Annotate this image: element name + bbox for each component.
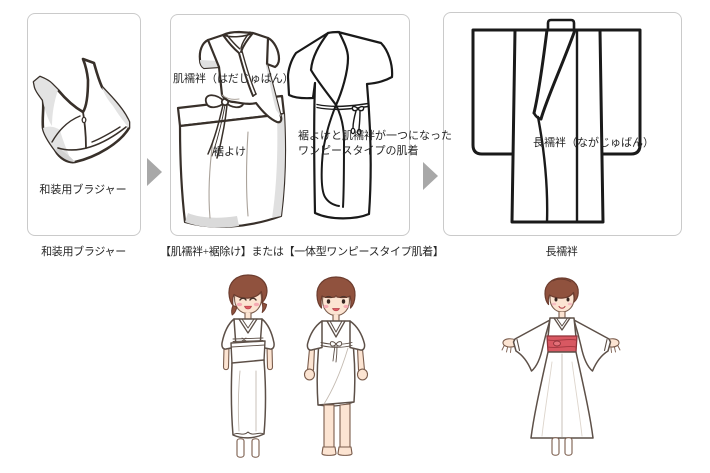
figure-hadajuban-susoyoke	[221, 274, 275, 458]
figure-onepiece-slip	[303, 276, 369, 456]
caption-hadajuban-susoyoke: 【肌襦袢+裾除け】または【一体型ワンピースタイプ肌着】	[160, 246, 444, 258]
hadajuban-susoyoke-illustration	[176, 30, 287, 228]
onepiece-note-line1: 裾よけと肌襦袢が一つになった	[298, 130, 452, 142]
nagajuban-illustration	[471, 18, 642, 224]
susoyoke-label: 裾よけ	[213, 146, 246, 158]
kimono-bra-illustration	[32, 57, 131, 164]
hadajuban-label: 肌襦袢（はだじゅばん）	[173, 73, 294, 85]
nagajuban-label: 長襦袢（ながじゅばん）	[533, 137, 654, 149]
step-arrow-icon	[147, 158, 162, 186]
bra-inside-label: 和装用ブラジャー	[39, 184, 127, 196]
step-arrow-icon	[423, 162, 438, 190]
onepiece-slip-illustration	[286, 30, 394, 220]
caption-kimono-bra: 和装用ブラジャー	[41, 246, 126, 258]
figure-nagajuban	[501, 277, 621, 456]
onepiece-note-line2: ワンピースタイプの肌着	[298, 145, 419, 157]
caption-nagajuban: 長襦袢	[545, 246, 578, 258]
